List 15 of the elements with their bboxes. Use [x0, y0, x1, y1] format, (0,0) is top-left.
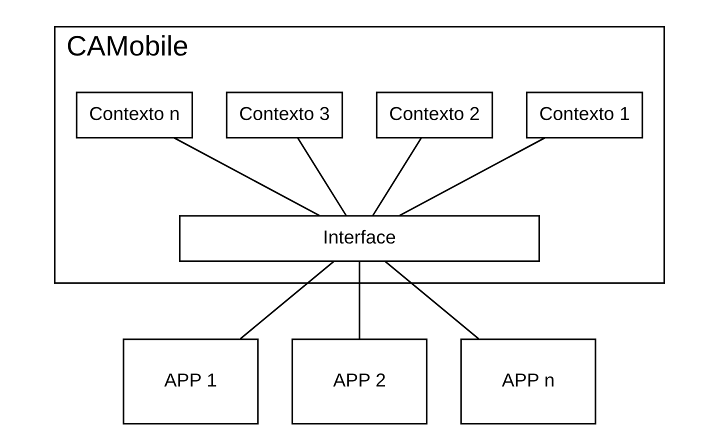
node-box: APP 2 — [291, 338, 427, 424]
node-box: APP 1 — [122, 338, 258, 424]
node-box: Contexto 3 — [225, 92, 343, 139]
connector — [398, 137, 545, 216]
node-box: Contexto 1 — [525, 92, 643, 139]
node-box: Contexto n — [75, 92, 193, 139]
node-box: Contexto 2 — [375, 92, 493, 139]
connector — [173, 137, 320, 216]
connector — [358, 261, 360, 339]
connector — [384, 260, 479, 340]
node-box: APP n — [460, 338, 596, 424]
connector — [239, 260, 334, 340]
connector — [372, 138, 422, 216]
node-box: Interface — [178, 215, 540, 262]
connector — [296, 138, 346, 216]
